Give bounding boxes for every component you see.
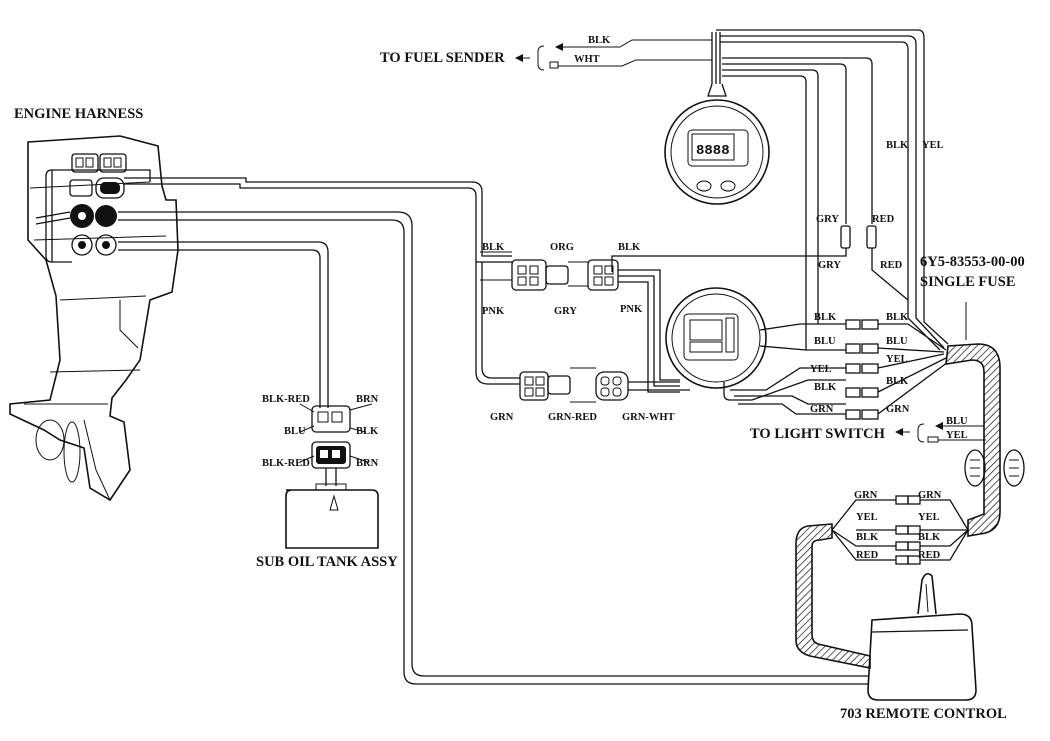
oil-blkred-1: BLK-RED xyxy=(262,394,310,405)
fuel-gauge-meter: 8888 xyxy=(664,32,770,205)
oil-brn-1: BRN xyxy=(356,394,379,405)
gauge-right-wires: BLK YEL xyxy=(716,29,949,351)
junction-connectors: BLK BLK BLU BLU YEL YEL BLK BLK GRN GRN xyxy=(810,312,949,420)
j-blu-r: BLU xyxy=(886,336,908,347)
main-harness xyxy=(118,177,868,685)
gry-top-label: GRY xyxy=(816,214,839,225)
rc-blk-r: BLK xyxy=(918,532,941,543)
sub-oil-tank: BLK-RED BRN BLU BLK BLK-RED BRN SUB OIL … xyxy=(256,394,398,570)
rc-grn-l: GRN xyxy=(854,490,878,501)
c1-pnk-label: PNK xyxy=(482,306,505,317)
j-grn-l: GRN xyxy=(810,404,834,415)
c2-grnred-label: GRN-RED xyxy=(548,412,597,423)
sub-oil-tank-label: SUB OIL TANK ASSY xyxy=(256,554,398,570)
rc-grn-r: GRN xyxy=(918,490,942,501)
single-fuse: 6Y5-83553-00-00 SINGLE FUSE xyxy=(920,254,1025,537)
fuel-wht-label: WHT xyxy=(574,54,600,65)
engine-connector-2 xyxy=(69,177,125,199)
junction-yel: YEL YEL xyxy=(810,353,945,375)
right-blk-label: BLK xyxy=(886,140,909,151)
remote-junctions: GRN GRN YEL YEL BLK BLK RED RED xyxy=(831,490,969,565)
gry-red-leads: GRY RED GRY RED xyxy=(611,214,909,301)
fuel-gauge-digits: 8888 xyxy=(696,143,730,159)
j-grn-r: GRN xyxy=(886,404,910,415)
rc-red-l: RED xyxy=(856,550,879,561)
light-switch-lead: TO LIGHT SWITCH BLU YEL xyxy=(750,416,986,443)
fuel-sender-lead: TO FUEL SENDER BLK WHT xyxy=(380,35,712,71)
j-blu-l: BLU xyxy=(814,336,836,347)
red-top-label: RED xyxy=(872,214,895,225)
gry-mid-label: GRY xyxy=(818,260,841,271)
remote-control-label: 703 REMOTE CONTROL xyxy=(840,706,1007,722)
c1-blk-label: BLK xyxy=(482,242,505,253)
c1-org-label: ORG xyxy=(550,242,574,253)
j-blk2-r: BLK xyxy=(886,376,909,387)
connector-group-1: BLK ORG BLK PNK GRY PNK xyxy=(480,242,680,393)
engine-connector-4 xyxy=(71,234,117,256)
j-yel-r: YEL xyxy=(886,354,908,365)
ls-yel-label: YEL xyxy=(946,430,968,441)
rc-yel-l: YEL xyxy=(856,512,878,523)
c2-grnwht-label: GRN-WHT xyxy=(622,412,675,423)
junction-blk2: BLK BLK xyxy=(814,357,947,398)
j-blk2-l: BLK xyxy=(814,382,837,393)
red-mid-label: RED xyxy=(880,260,903,271)
fuse-part-number: 6Y5-83553-00-00 xyxy=(920,254,1025,270)
light-switch-label: TO LIGHT SWITCH xyxy=(750,426,886,442)
engine-connector-1 xyxy=(71,153,127,173)
oil-blu: BLU xyxy=(284,426,306,437)
junction-blk: BLK BLK xyxy=(814,312,947,351)
single-fuse-label: SINGLE FUSE xyxy=(920,274,1016,290)
tachometer-gauge xyxy=(665,287,846,415)
j-blk-l: BLK xyxy=(814,312,837,323)
j-yel-l: YEL xyxy=(810,364,832,375)
rc-blk-l: BLK xyxy=(856,532,879,543)
oil-blkred-2: BLK-RED xyxy=(262,458,310,469)
connector-group-2: GRN GRN-RED GRN-WHT xyxy=(490,367,690,423)
fuel-blk-label: BLK xyxy=(588,35,611,46)
oil-blk: BLK xyxy=(356,426,379,437)
rc-yel-r: YEL xyxy=(918,512,940,523)
c1-gry-label: GRY xyxy=(554,306,577,317)
c1-pnk2-label: PNK xyxy=(620,304,643,315)
engine-harness-label: ENGINE HARNESS xyxy=(14,106,143,122)
ls-blu-label: BLU xyxy=(946,416,968,427)
rc-red-r: RED xyxy=(918,550,941,561)
junction-blu: BLU BLU xyxy=(814,336,945,354)
remote-control-unit: 703 REMOTE CONTROL xyxy=(840,572,1007,722)
outboard-engine: ENGINE HARNESS xyxy=(9,106,179,502)
right-yel-label: YEL xyxy=(922,140,944,151)
c1-blk2-label: BLK xyxy=(618,242,641,253)
oil-brn-2: BRN xyxy=(356,458,379,469)
engine-connector-3 xyxy=(70,204,117,228)
j-blk-r: BLK xyxy=(886,312,909,323)
c2-grn-label: GRN xyxy=(490,412,514,423)
junction-grn: GRN GRN xyxy=(810,361,949,420)
fuel-sender-label: TO FUEL SENDER xyxy=(380,50,505,66)
harness-clips xyxy=(964,449,1025,487)
